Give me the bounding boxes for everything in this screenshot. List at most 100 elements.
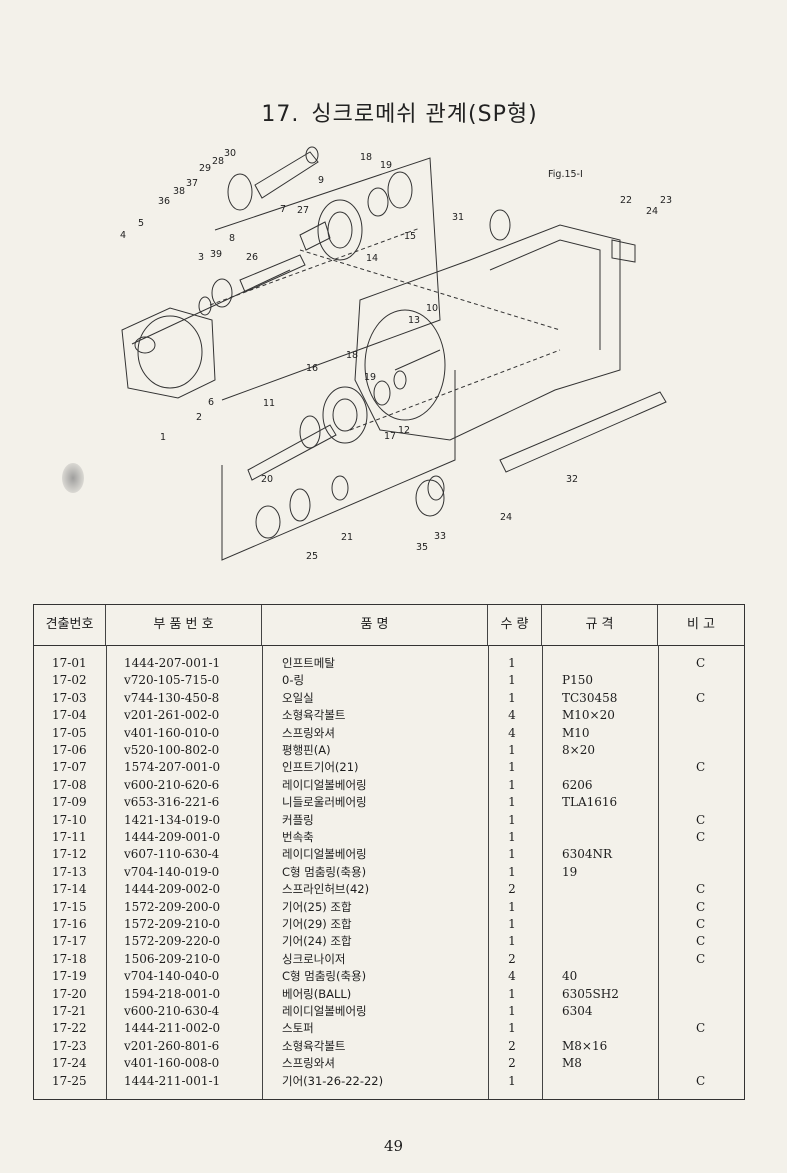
callout-22: 22 [620,195,632,206]
callout-12: 12 [398,425,410,436]
callout-29: 29 [199,163,211,174]
callout-28: 28 [212,156,224,167]
callout-5: 5 [138,218,144,229]
item-no-cell: 17-20 [52,986,87,1001]
quantity-cell: 2 [508,882,516,897]
callout-25: 25 [306,551,318,562]
quantity-cell: 4 [508,708,516,723]
part-no-cell: v520-100-802-0 [124,743,220,757]
quantity-cell: 1 [508,1073,516,1088]
item-no-cell: 17-07 [52,760,87,775]
callout-4: 4 [120,230,126,241]
exploded-parts-diagram: Fig.15-I 1234567891011121314151617181819… [120,146,672,562]
remarks-cell: C [696,760,706,775]
synchronizer-18 [322,386,368,444]
part-name-cell: 0-링 [282,673,305,688]
spec-cell: M8 [562,1056,582,1071]
stopper-22 [611,239,636,263]
spec-cell: 6305SH2 [562,986,619,1001]
gear-31 [489,209,511,241]
quantity-cell: 1 [508,656,516,670]
remarks-cell: C [696,830,706,844]
smudge [62,463,84,493]
item-no-cell: 17-21 [52,1004,87,1018]
part-no-cell: 1444-211-001-1 [124,1073,221,1088]
remarks-cell: C [696,656,706,670]
part-name-cell: C형 멈춤링(축용) [282,969,367,984]
quantity-cell: 1 [508,899,516,914]
item-no-cell: 17-15 [52,899,87,914]
remarks-cell: C [696,690,706,705]
part-name-cell: 인프트기어(21) [282,760,359,775]
spec-cell: 19 [562,864,578,879]
part-no-cell: v401-160-008-0 [124,1056,220,1071]
callout-2: 2 [196,412,202,423]
part-no-cell: v201-260-801-6 [124,1038,220,1053]
part-name-cell: 기어(25) 조합 [282,899,352,914]
item-no-cell: 17-16 [52,917,87,931]
remarks-cell: C [696,1073,706,1088]
part-name-cell: 인프트메탈 [282,656,335,670]
shaft-32 [499,391,667,473]
item-no-cell: 17-25 [52,1073,87,1088]
spec-cell: M10×20 [562,708,615,723]
part-name-cell: 레이디얼볼베어링 [282,1004,367,1018]
part-name-cell: 레이디얼볼베어링 [282,777,367,792]
spec-cell: 8×20 [562,743,595,757]
item-no-cell: 17-17 [52,934,87,949]
item-no-cell: 17-19 [52,969,87,984]
part-no-cell: 1421-134-019-0 [124,812,221,827]
callout-17: 17 [384,431,396,442]
callout-39: 39 [210,249,222,260]
quantity-cell: 1 [508,795,516,810]
part-name-cell: 평행핀(A) [282,743,331,757]
spec-cell: M8×16 [562,1038,608,1053]
header-item-no: 견출번호 [34,605,106,645]
spec-cell: M10 [562,725,590,740]
part-name-cell: 니들로울러베어링 [282,795,367,810]
callout-18: 18 [346,350,358,361]
item-no-cell: 17-23 [52,1038,87,1053]
part-name-cell: 기어(29) 조합 [282,917,352,931]
callout-14: 14 [366,253,378,264]
spec-cell: 6304 [562,1004,593,1018]
quantity-cell: 4 [508,969,516,984]
part-name-cell: 스프링와셔 [282,1056,335,1071]
quantity-cell: 1 [508,743,516,757]
quantity-cell: 1 [508,847,516,862]
callout-13: 13 [408,315,420,326]
quantity-cell: 2 [508,951,516,966]
part-no-cell: v600-210-630-4 [124,1004,220,1018]
part-name-cell: 소형육각볼트 [282,1038,346,1053]
remarks-cell: C [696,934,706,949]
header-part-no: 부 품 번 호 [106,605,262,645]
synchronizer-14 [317,199,363,261]
section-number: 17. [261,102,300,127]
part-name-cell: 레이디얼볼베어링 [282,847,367,862]
gear-16 [299,415,321,449]
item-no-cell: 17-10 [52,812,87,827]
quantity-cell: 1 [508,812,516,827]
quantity-cell: 1 [508,1021,516,1036]
quantity-cell: 1 [508,864,516,879]
table-header: 견출번호 부 품 번 호 품 명 수 량 규 격 비 고 [34,605,744,646]
callout-24: 24 [646,206,658,217]
part-name-cell: 오일실 [282,690,314,705]
quantity-cell: 1 [508,830,516,844]
quantity-cell: 4 [508,725,516,740]
quantity-cell: 2 [508,1056,516,1071]
quantity-cell: 1 [508,934,516,949]
bearing-8 [211,278,233,308]
